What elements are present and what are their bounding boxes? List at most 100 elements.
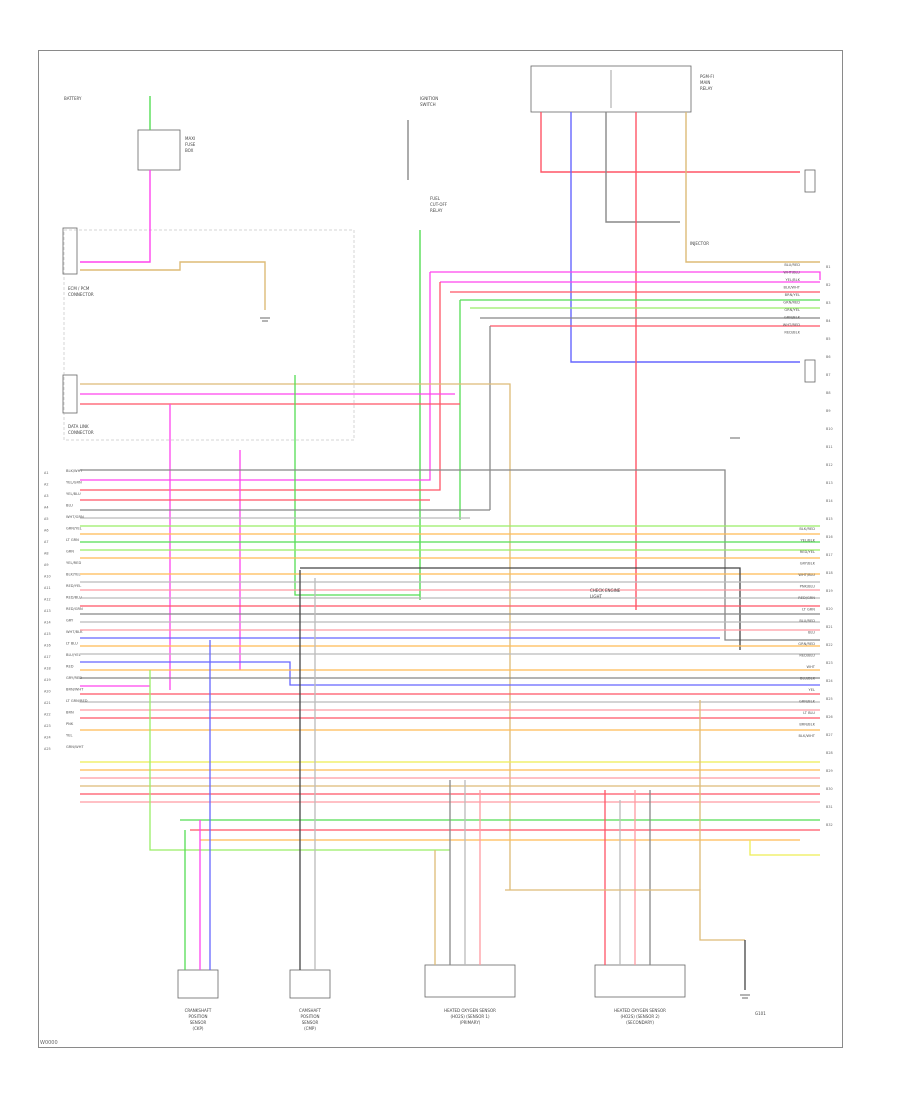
right-pin-17: B18 — [826, 571, 833, 575]
right-wire-label-5: PNK/BLU — [800, 585, 816, 589]
left-pin-10: A11 — [44, 586, 51, 590]
ecm-enclosure — [63, 229, 355, 441]
fuse-box — [137, 129, 181, 171]
data-link-label-1: DATA LINK — [68, 424, 89, 429]
ign-switch-label-2: SWITCH — [420, 102, 436, 107]
right-wire-label-1: YEL/BLK — [800, 539, 815, 543]
top-wire-label-2: YEL/BLK — [785, 278, 800, 282]
ign-switch-label-1: IGNITION — [420, 96, 438, 101]
fuel-relay-label-3: RELAY — [430, 208, 443, 213]
top-wire-label-0: BLU/RED — [784, 263, 800, 267]
battery-label: BATTERY — [64, 96, 82, 101]
right-pin-12: B13 — [826, 481, 833, 485]
right-wire-label-12: WHT — [807, 665, 816, 669]
right-pin-2: B3 — [826, 301, 830, 305]
right-pin-29: B30 — [826, 787, 833, 791]
left-wire-label-11: RED/BLU — [66, 596, 82, 600]
ho2s1-caption-3: (PRIMARY) — [460, 1020, 481, 1025]
left-pin-19: A20 — [44, 690, 51, 694]
sensor-captions: CRANKSHAFT POSITION SENSOR (CKP) CAMSHAF… — [185, 1008, 666, 1031]
ho2s1-caption-1: HEATED OXYGEN SENSOR — [444, 1008, 496, 1013]
right-pin-10: B11 — [826, 445, 833, 449]
right-wire-label-6: RED/GRN — [798, 596, 815, 600]
component-labels: BATTERY MAXI FUSE BOX PGM-FI MAIN RELAY … — [64, 74, 766, 1016]
check-light-label-2: LIGHT — [590, 594, 603, 599]
left-pin-24: A25 — [44, 747, 51, 751]
ecm-label-2: CONNECTOR — [68, 292, 94, 297]
lower-bus-wires — [80, 670, 820, 856]
left-wire-label-5: GRN/YEL — [66, 527, 82, 531]
left-pin-17: A18 — [44, 667, 51, 671]
right-wire-label-7: LT GRN — [802, 608, 815, 612]
left-pin-14: A15 — [44, 632, 51, 636]
right-pin-labels: B1B2B3B4B5B6B7B8B9B10B11B12B13B14B15B16B… — [826, 265, 833, 827]
right-pin-24: B25 — [826, 697, 833, 701]
left-wire-label-12: RED/GRN — [66, 607, 83, 611]
ground-symbols — [260, 317, 750, 999]
right-wire-label-11: RED/BLU — [799, 654, 815, 658]
injector-label: INJECTOR — [690, 241, 709, 246]
top-wire-label-3: BLK/WHT — [784, 286, 801, 290]
ckp-caption-2: POSITION — [188, 1014, 207, 1019]
left-wire-label-18: GRY/RED — [66, 676, 82, 680]
left-pin-1: A2 — [44, 483, 48, 487]
right-pin-18: B19 — [826, 589, 833, 593]
right-pin-21: B22 — [826, 643, 833, 647]
cmp-caption-3: SENSOR — [302, 1020, 319, 1025]
left-pin-0: A1 — [44, 471, 48, 475]
ecm-connector-mid — [62, 374, 78, 414]
left-wire-label-17: RED — [66, 665, 74, 669]
sensor-wires — [184, 570, 746, 990]
right-pin-20: B21 — [826, 625, 833, 629]
left-wire-label-6: LT GRN — [66, 538, 79, 542]
right-wire-label-3: GRY/BLK — [800, 562, 816, 566]
left-wire-label-13: GRY — [66, 619, 74, 623]
left-wire-label-0: BLK/WHT — [66, 469, 83, 473]
right-pin-27: B28 — [826, 751, 833, 755]
right-pin-6: B7 — [826, 373, 830, 377]
figure-id: W0000 — [40, 1040, 58, 1046]
right-wire-label-15: GRN/BLK — [799, 700, 816, 704]
left-pin-9: A10 — [44, 575, 51, 579]
left-wire-label-21: BRN — [66, 711, 74, 715]
ho2s2-caption-2: (HO2S) (SENSOR 2) — [620, 1014, 660, 1019]
right-connector-mid — [804, 359, 816, 383]
right-pin-13: B14 — [826, 499, 833, 503]
right-wire-label-8: BLU/RED — [799, 619, 815, 623]
left-pin-2: A3 — [44, 494, 48, 498]
right-pin-26: B27 — [826, 733, 833, 737]
left-pin-6: A7 — [44, 540, 48, 544]
fuse-label-3: BOX — [185, 148, 194, 153]
left-wire-label-8: YEL/RED — [66, 561, 81, 565]
left-wire-label-19: BRN/WHT — [66, 688, 84, 692]
left-wire-label-3: BLU — [66, 504, 73, 508]
check-light-label-1: CHECK ENGINE — [590, 588, 621, 593]
right-pin-23: B24 — [826, 679, 833, 683]
left-wire-labels: BLK/WHTYEL/GRNYEL/BLUBLUWHT/GRNGRN/YELLT… — [66, 469, 88, 749]
right-wire-label-9: BLU — [808, 631, 815, 635]
diagram-frame — [38, 50, 843, 1048]
right-pin-14: B15 — [826, 517, 833, 521]
right-pin-11: B12 — [826, 463, 833, 467]
left-pin-16: A17 — [44, 655, 51, 659]
left-pin-15: A16 — [44, 644, 51, 648]
left-pin-4: A5 — [44, 517, 48, 521]
fuse-label-1: MAXI — [185, 136, 195, 141]
upper-bus-wires — [80, 271, 821, 520]
ho2s-primary-box — [424, 964, 516, 998]
fuse-label-2: FUSE — [185, 142, 196, 147]
left-pin-7: A8 — [44, 552, 48, 556]
top-wire-label-9: RED/BLK — [784, 331, 800, 335]
right-pin-30: B31 — [826, 805, 833, 809]
left-wire-label-10: RED/YEL — [66, 584, 81, 588]
crankshaft-sensor-box — [177, 969, 219, 999]
ckp-caption-1: CRANKSHAFT — [185, 1008, 212, 1013]
right-connector-top — [804, 169, 816, 193]
left-wire-label-1: YEL/GRN — [66, 481, 82, 485]
main-relay-box — [530, 65, 692, 113]
right-pin-4: B5 — [826, 337, 830, 341]
left-wire-label-22: PNK — [66, 722, 74, 726]
left-wire-label-7: GRN — [66, 550, 74, 554]
left-wire-label-14: WHT/BLK — [66, 630, 83, 634]
